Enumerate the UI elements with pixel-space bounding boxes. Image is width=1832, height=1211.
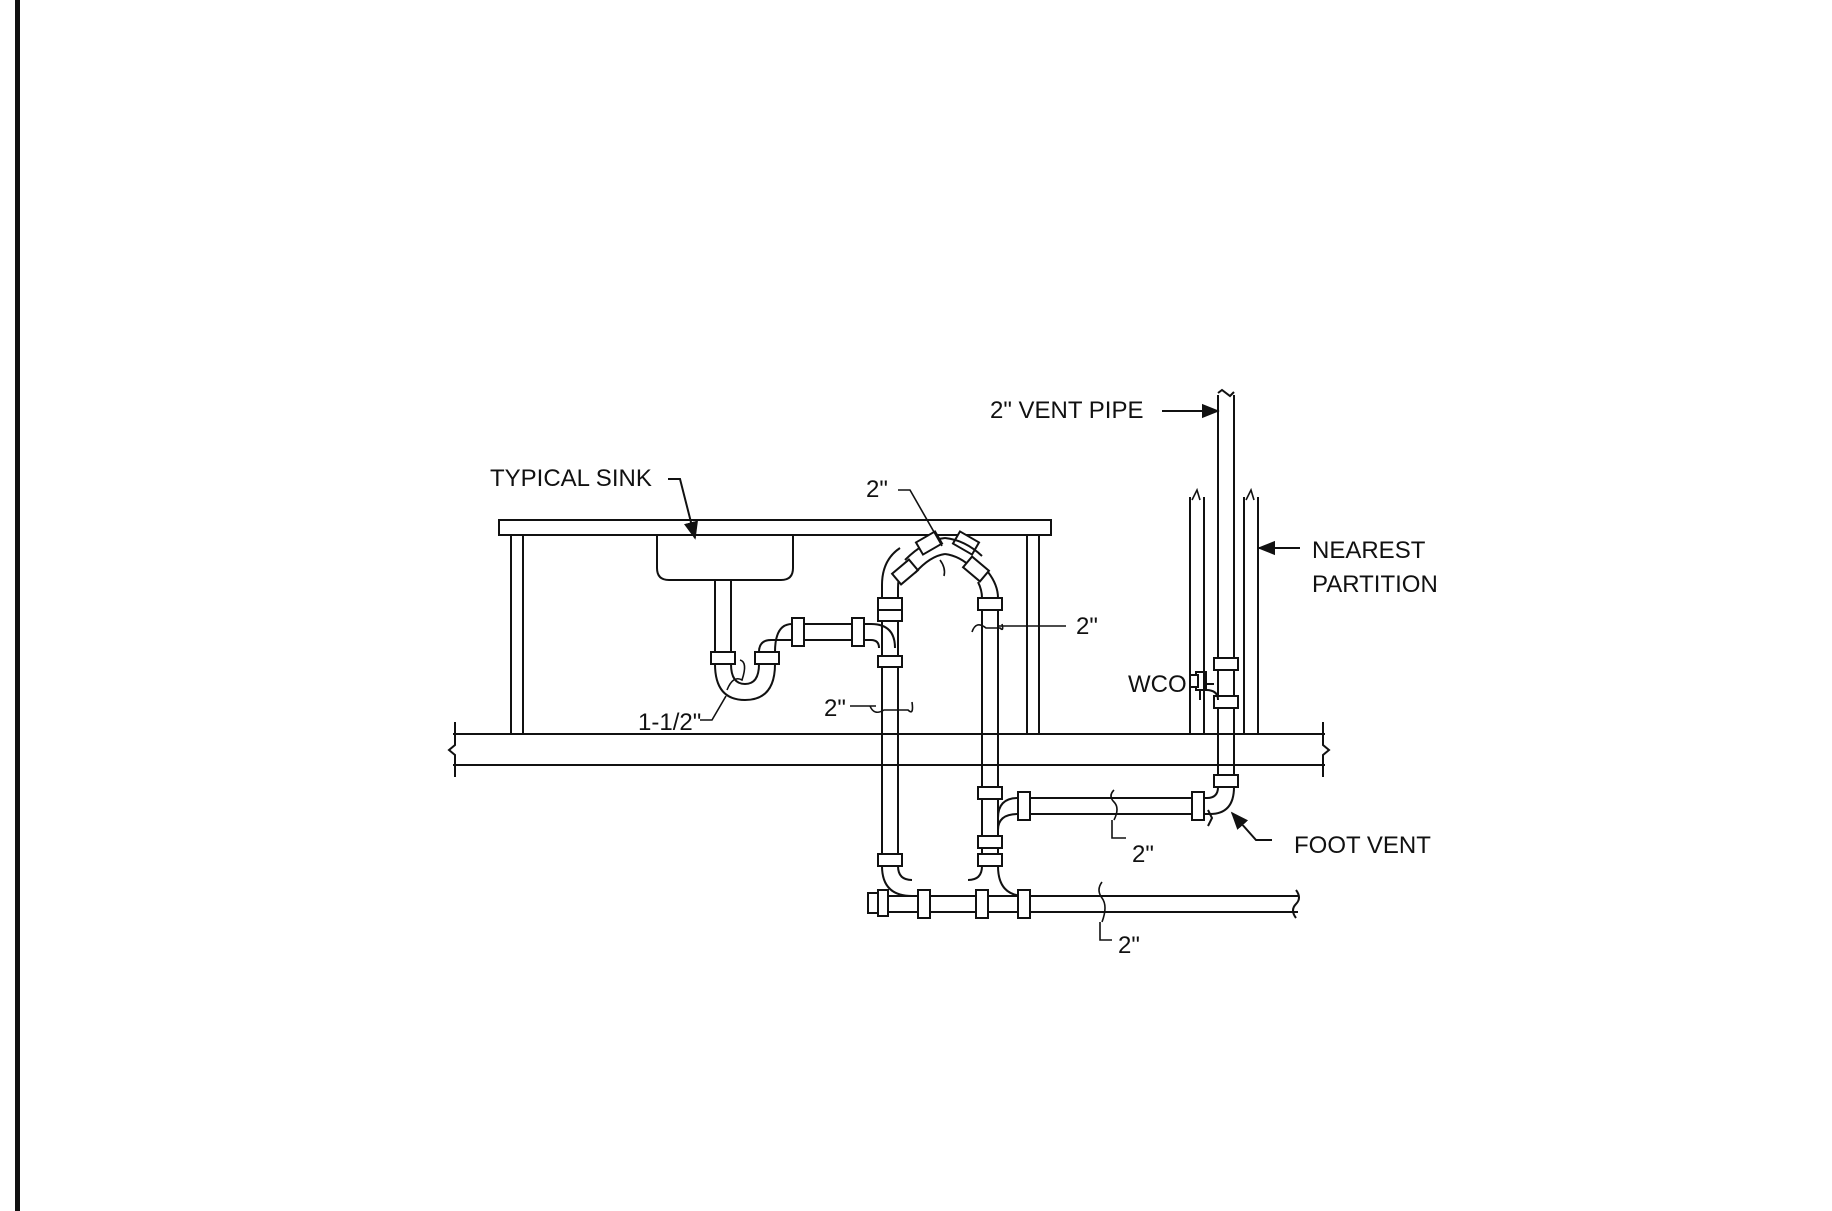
building-drain [867, 865, 1300, 919]
label-size-top: 2" [866, 476, 888, 503]
vent-stack [1189, 388, 1239, 788]
upper-horizontal-pipe [997, 786, 1235, 834]
partition [1189, 487, 1259, 734]
sheet-border [15, 0, 20, 1211]
label-size-upper-horizontal: 2" [1132, 841, 1154, 868]
sink-basin [656, 535, 794, 581]
counter [498, 519, 1052, 734]
label-foot-vent: FOOT VENT [1294, 832, 1431, 859]
label-wco: WCO [1128, 671, 1187, 698]
label-typical-sink: TYPICAL SINK [490, 465, 652, 492]
label-partition: PARTITION [1312, 571, 1438, 598]
label-size-lower-horizontal: 2" [1118, 932, 1140, 959]
floor-slab [447, 722, 1331, 777]
label-size-trap: 1-1/2" [638, 709, 701, 736]
label-size-riser-left: 2" [824, 695, 846, 722]
left-riser [877, 597, 903, 867]
right-riser [977, 610, 1003, 867]
label-vent-pipe: 2" VENT PIPE [990, 397, 1143, 424]
size-break-marks [726, 559, 1118, 923]
leaders [668, 403, 1300, 941]
label-size-riser-right: 2" [1076, 613, 1098, 640]
p-trap [710, 580, 896, 702]
label-nearest: NEAREST [1312, 537, 1426, 564]
vent-loop [881, 530, 1003, 611]
